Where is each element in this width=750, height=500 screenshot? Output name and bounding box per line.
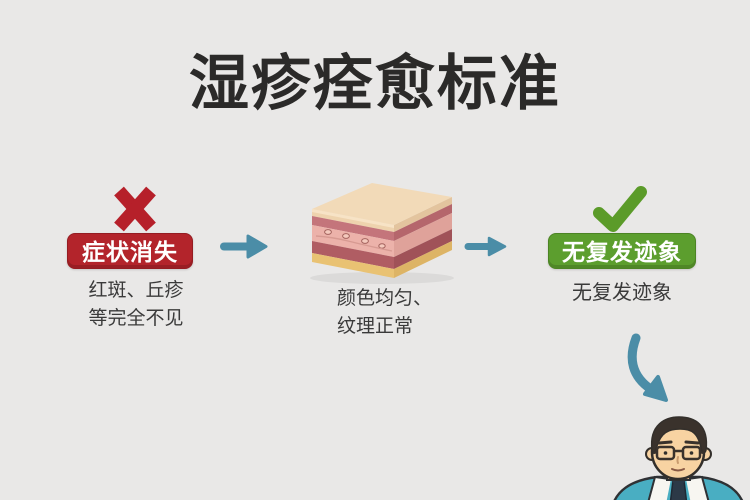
symptoms-caption: 红斑、丘疹 等完全不见 (40, 277, 232, 332)
no-relapse-badge: 无复发迹象 (548, 233, 696, 269)
skin-caption-line2: 纹理正常 (337, 315, 414, 337)
curved-down-arrow-icon (627, 333, 668, 402)
doctor-illustration (613, 416, 744, 500)
skin-block-illustration (310, 183, 454, 284)
cross-icon (114, 186, 156, 232)
symptoms-caption-line1: 红斑、丘疹 (88, 280, 184, 301)
page-title: 湿疹痊愈标准 (189, 50, 561, 117)
right-arrow-icon (464, 236, 507, 257)
right-arrow-icon (220, 234, 268, 259)
symptoms-caption-line2: 等完全不见 (88, 307, 184, 329)
skin-caption-line1: 颜色均匀、 (337, 288, 433, 309)
symptoms-gone-badge: 症状消失 (67, 233, 193, 269)
check-icon (593, 186, 647, 232)
no-relapse-caption: 无复发迹象 (572, 282, 672, 304)
skin-caption: 颜色均匀、 纹理正常 (337, 285, 497, 340)
